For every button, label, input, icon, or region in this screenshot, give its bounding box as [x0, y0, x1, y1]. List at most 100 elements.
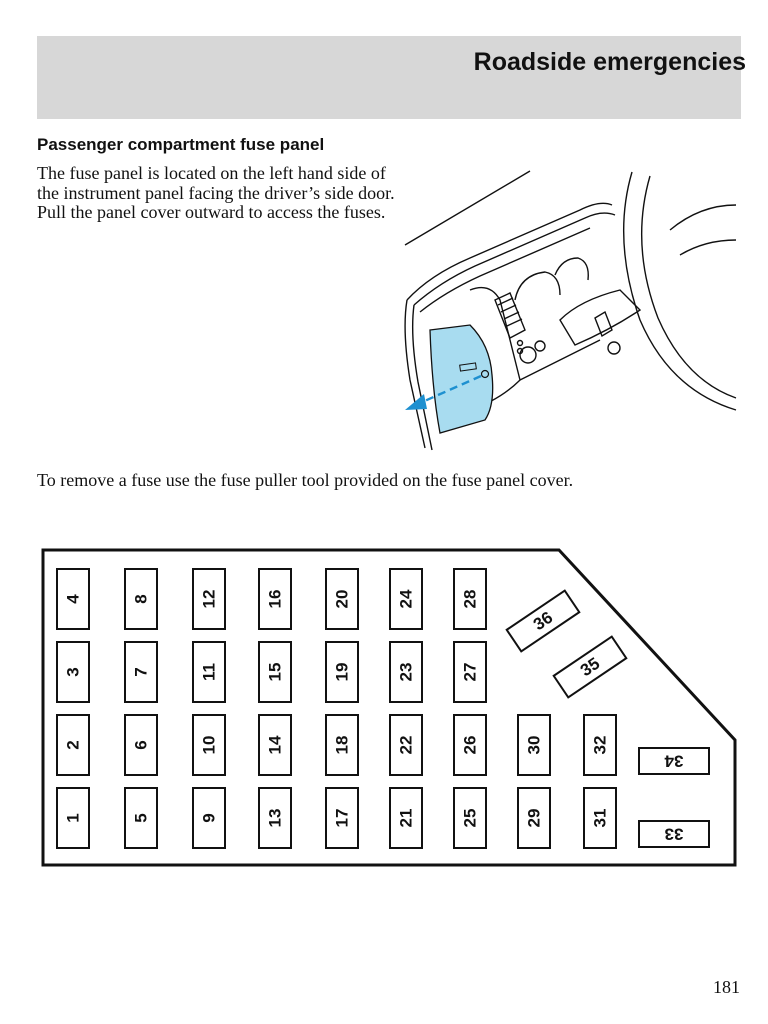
fuse-slot: [453, 714, 487, 776]
section-heading: Passenger compartment fuse panel: [37, 135, 325, 154]
fuse-slot: [389, 568, 423, 630]
fuse-label: 10: [200, 736, 219, 755]
page-number: 181: [713, 977, 740, 997]
fuse-12: 12: [192, 568, 226, 630]
fuse-label: 31: [591, 809, 610, 828]
fuse-7: 7: [124, 641, 158, 703]
fuse-23: 23: [389, 641, 423, 703]
fuse-slot: [258, 714, 292, 776]
fuse-label: 7: [132, 667, 151, 676]
fuse-label: 21: [397, 809, 416, 828]
fuse-21: 21: [389, 787, 423, 849]
fuse-label: 13: [266, 809, 285, 828]
fuse-13: 13: [258, 787, 292, 849]
fuse-label: 27: [461, 663, 480, 682]
instruction-paragraph: To remove a fuse use the fuse puller too…: [37, 470, 574, 490]
fuse-slot: [389, 641, 423, 703]
fuse-15: 15: [258, 641, 292, 703]
fuse-6: 6: [124, 714, 158, 776]
fuse-14: 14: [258, 714, 292, 776]
fuse-slot: [192, 787, 226, 849]
fuse-label: 29: [525, 809, 544, 828]
fuse-1: 1: [56, 787, 90, 849]
fuse-28: 28: [453, 568, 487, 630]
fuse-label: 14: [266, 735, 285, 754]
fuse-slot: [505, 589, 581, 653]
fuse-36: 36: [505, 589, 581, 653]
fuse-25: 25: [453, 787, 487, 849]
fuse-11: 11: [192, 641, 226, 703]
fuse-slot: [192, 714, 226, 776]
fuse-slot: [453, 568, 487, 630]
fuse-slot: [552, 635, 628, 699]
fuse-label: 23: [397, 663, 416, 682]
fuse-label: 20: [333, 590, 352, 609]
intro-paragraph: The fuse panel is located on the left ha…: [37, 163, 395, 222]
fuse-18: 18: [325, 714, 359, 776]
fuse-label: 19: [333, 663, 352, 682]
fuse-2: 2: [56, 714, 90, 776]
fuse-29: 29: [517, 787, 551, 849]
fuse-label: 30: [525, 736, 544, 755]
fuse-17: 17: [325, 787, 359, 849]
fuse-slot: [638, 820, 710, 848]
fuse-10: 10: [192, 714, 226, 776]
fuse-label: 11: [200, 663, 219, 681]
fuse-label: 26: [461, 736, 480, 755]
fuse-34: 34: [638, 747, 710, 775]
fuse-30: 30: [517, 714, 551, 776]
fuse-slot: [56, 568, 90, 630]
fuse-label: 3: [64, 667, 83, 676]
fuse-panel-outline: [41, 548, 737, 867]
fuse-label: 28: [461, 590, 480, 609]
fuse-26: 26: [453, 714, 487, 776]
fuse-slot: [56, 714, 90, 776]
fuse-label: 6: [132, 740, 151, 749]
fuse-label: 8: [132, 594, 151, 603]
fuse-label: 15: [266, 663, 285, 682]
fuse-20: 20: [325, 568, 359, 630]
fuse-slot: [389, 787, 423, 849]
fuse-label: 4: [64, 594, 83, 604]
fuse-label: 34: [664, 752, 683, 771]
fuse-slot: [325, 714, 359, 776]
header-band: [37, 36, 741, 119]
fuse-4: 4: [56, 568, 90, 630]
fuse-slot: [192, 568, 226, 630]
instrument-panel-illustration: [404, 170, 737, 451]
fuse-label: 9: [200, 813, 219, 822]
fuse-slot: [258, 641, 292, 703]
fuse-22: 22: [389, 714, 423, 776]
fuse-slot: [124, 568, 158, 630]
fuse-slot: [325, 641, 359, 703]
fuse-31: 31: [583, 787, 617, 849]
fuse-24: 24: [389, 568, 423, 630]
fuse-label: 32: [591, 736, 610, 755]
fuse-label: 2: [64, 740, 83, 749]
fuse-9: 9: [192, 787, 226, 849]
fuse-label: 25: [461, 809, 480, 828]
fuse-label: 17: [333, 809, 352, 828]
fuse-slot: [258, 568, 292, 630]
fuse-slot: [56, 787, 90, 849]
page-title: Roadside emergencies: [473, 48, 746, 76]
fuse-slot: [325, 787, 359, 849]
fuse-label: 24: [397, 589, 416, 608]
fuse-3: 3: [56, 641, 90, 703]
fuse-label: 12: [200, 590, 219, 609]
fuse-label: 5: [132, 813, 151, 822]
fuse-slot: [453, 787, 487, 849]
fuse-label: 16: [266, 590, 285, 609]
fuse-label: 33: [665, 825, 684, 844]
fuse-32: 32: [583, 714, 617, 776]
fuse-35: 35: [552, 635, 628, 699]
fuse-19: 19: [325, 641, 359, 703]
fuse-slot: [638, 747, 710, 775]
fuse-slot: [389, 714, 423, 776]
fuse-label: 35: [577, 654, 603, 680]
fuse-label: 22: [397, 736, 416, 755]
fuse-8: 8: [124, 568, 158, 630]
fuse-slot: [517, 787, 551, 849]
fuse-27: 27: [453, 641, 487, 703]
fuse-slot: [124, 641, 158, 703]
